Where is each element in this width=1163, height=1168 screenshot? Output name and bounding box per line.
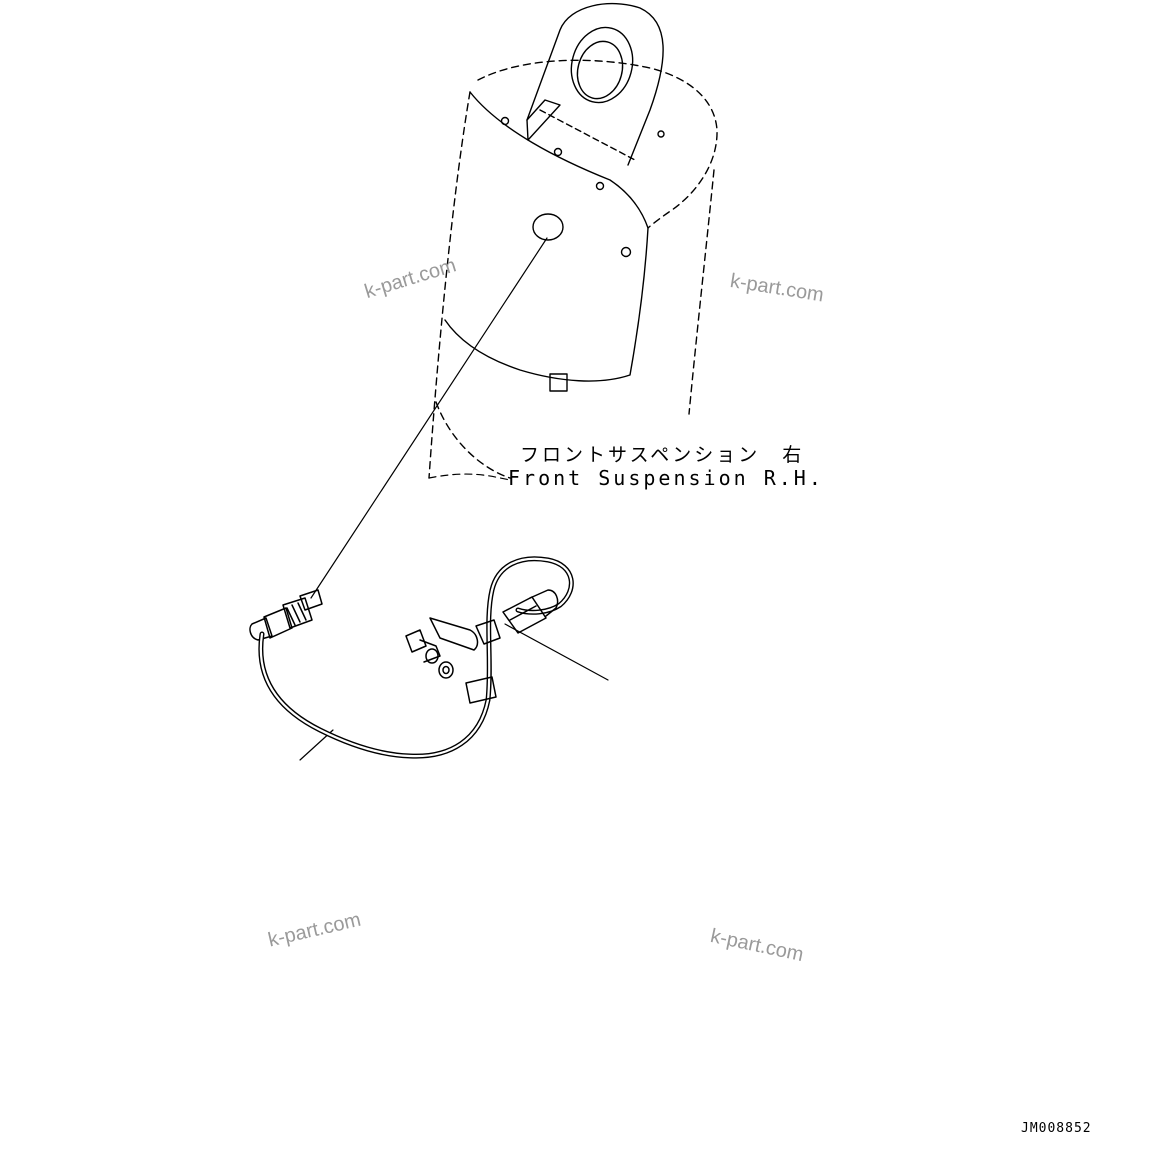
lifting-eye-base	[526, 99, 561, 141]
sensor-collar	[263, 607, 293, 639]
harness-cable	[258, 556, 574, 759]
connector-leader-line	[504, 623, 609, 681]
pressure-sensor	[249, 589, 323, 641]
bolt-hole	[657, 130, 665, 138]
cylinder-lower-ring	[435, 401, 511, 479]
washer	[438, 661, 454, 679]
sensor-boot	[249, 617, 273, 641]
callout-label-japanese: フロントサスペンション 右	[520, 444, 805, 466]
clip-lower	[465, 676, 497, 704]
connector-cap	[529, 589, 559, 617]
washer-outer	[438, 661, 454, 679]
clip-upper	[475, 619, 501, 645]
harness-cable-inner	[259, 557, 573, 758]
bolt-hole	[553, 147, 563, 157]
bolt-hole	[620, 246, 632, 258]
drawing-code: JM008852	[1021, 1121, 1092, 1136]
bolt-head	[405, 629, 427, 653]
cylinder-right-outline	[688, 169, 715, 415]
lifting-eye-hole-inner	[576, 40, 624, 100]
connector	[502, 589, 559, 634]
lifting-eye-axis	[539, 109, 636, 161]
bolt-hole	[500, 116, 510, 126]
bolt	[405, 629, 441, 664]
leader-lines	[299, 237, 609, 761]
sensor-tip	[299, 589, 323, 611]
bolt-hole	[595, 181, 605, 191]
suspension-cylinder	[428, 2, 718, 479]
washer-inner	[442, 665, 450, 675]
cylinder-top-ellipse	[477, 59, 718, 229]
callout-label-english: Front Suspension R.H.	[508, 466, 824, 490]
lifting-eye-outer	[526, 2, 664, 166]
cylinder-left-outline	[428, 91, 471, 479]
sensor-harness	[249, 556, 574, 759]
sensor-port	[532, 213, 564, 241]
lifting-eye-hole	[570, 26, 634, 104]
connector-body	[502, 596, 547, 634]
plate-tab	[549, 373, 568, 392]
bolt-shank	[419, 639, 441, 663]
sensor-hex-body	[282, 597, 313, 629]
bracket-arm	[429, 617, 479, 651]
connector-latch	[509, 605, 537, 621]
mounting-bracket	[429, 617, 501, 704]
sensor-threads	[286, 602, 307, 626]
bolt-end	[425, 648, 439, 664]
callout-leader-line	[428, 473, 511, 481]
bracket-plate	[444, 91, 649, 382]
sensor-leader-line	[310, 237, 548, 599]
